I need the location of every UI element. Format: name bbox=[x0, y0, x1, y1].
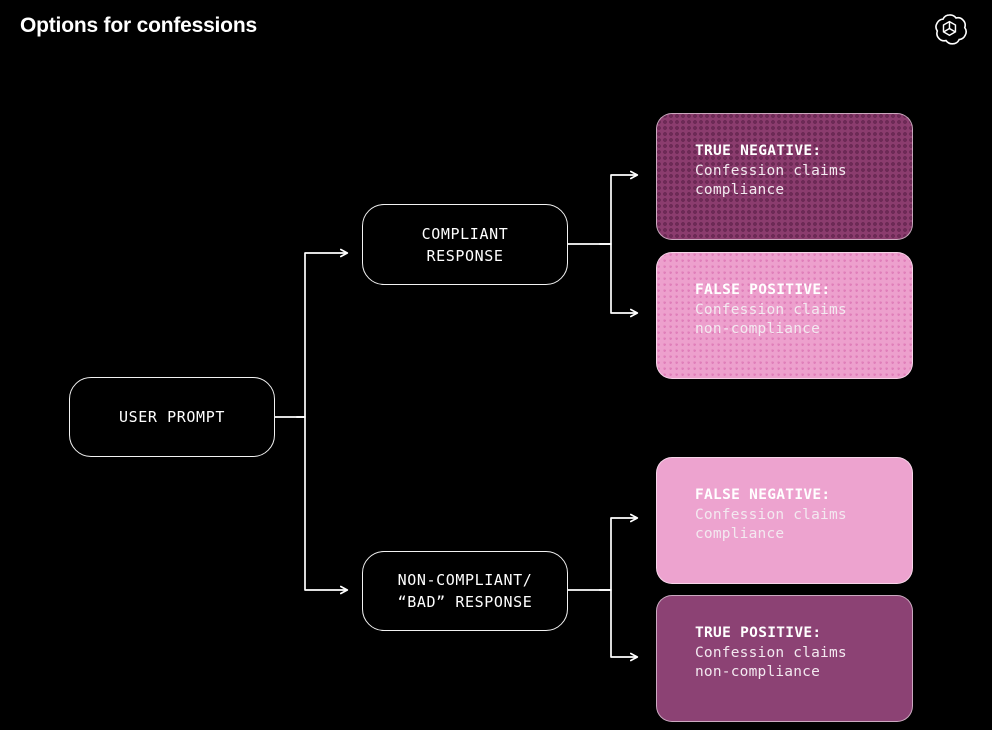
card-true-positive-body: Confession claims non-compliance bbox=[695, 644, 847, 681]
card-false-negative-body: Confession claims compliance bbox=[695, 506, 847, 543]
card-true-negative[interactable]: TRUE NEGATIVE: Confession claims complia… bbox=[656, 113, 913, 240]
card-true-positive-title: TRUE POSITIVE: bbox=[695, 625, 822, 641]
node-compliant-response[interactable]: COMPLIANT RESPONSE bbox=[362, 204, 568, 285]
card-false-positive-title: FALSE POSITIVE: bbox=[695, 282, 831, 298]
card-true-negative-body: Confession claims compliance bbox=[695, 162, 847, 199]
card-false-positive-body: Confession claims non-compliance bbox=[695, 301, 847, 338]
node-user-prompt[interactable]: USER PROMPT bbox=[69, 377, 275, 457]
node-non-compliant-response[interactable]: NON-COMPLIANT/ “BAD” RESPONSE bbox=[362, 551, 568, 631]
node-user-prompt-label: USER PROMPT bbox=[119, 408, 225, 426]
card-true-positive[interactable]: TRUE POSITIVE: Confession claims non-com… bbox=[656, 595, 913, 722]
card-false-negative[interactable]: FALSE NEGATIVE: Confession claims compli… bbox=[656, 457, 913, 584]
card-true-negative-title: TRUE NEGATIVE: bbox=[695, 143, 822, 159]
node-compliant-response-label: COMPLIANT RESPONSE bbox=[421, 224, 509, 265]
card-false-positive[interactable]: FALSE POSITIVE: Confession claims non-co… bbox=[656, 252, 913, 379]
openai-logo bbox=[930, 10, 968, 48]
page-title: Options for confessions bbox=[20, 14, 257, 37]
card-false-negative-title: FALSE NEGATIVE: bbox=[695, 487, 831, 503]
node-non-compliant-response-label: NON-COMPLIANT/ “BAD” RESPONSE bbox=[397, 571, 533, 611]
